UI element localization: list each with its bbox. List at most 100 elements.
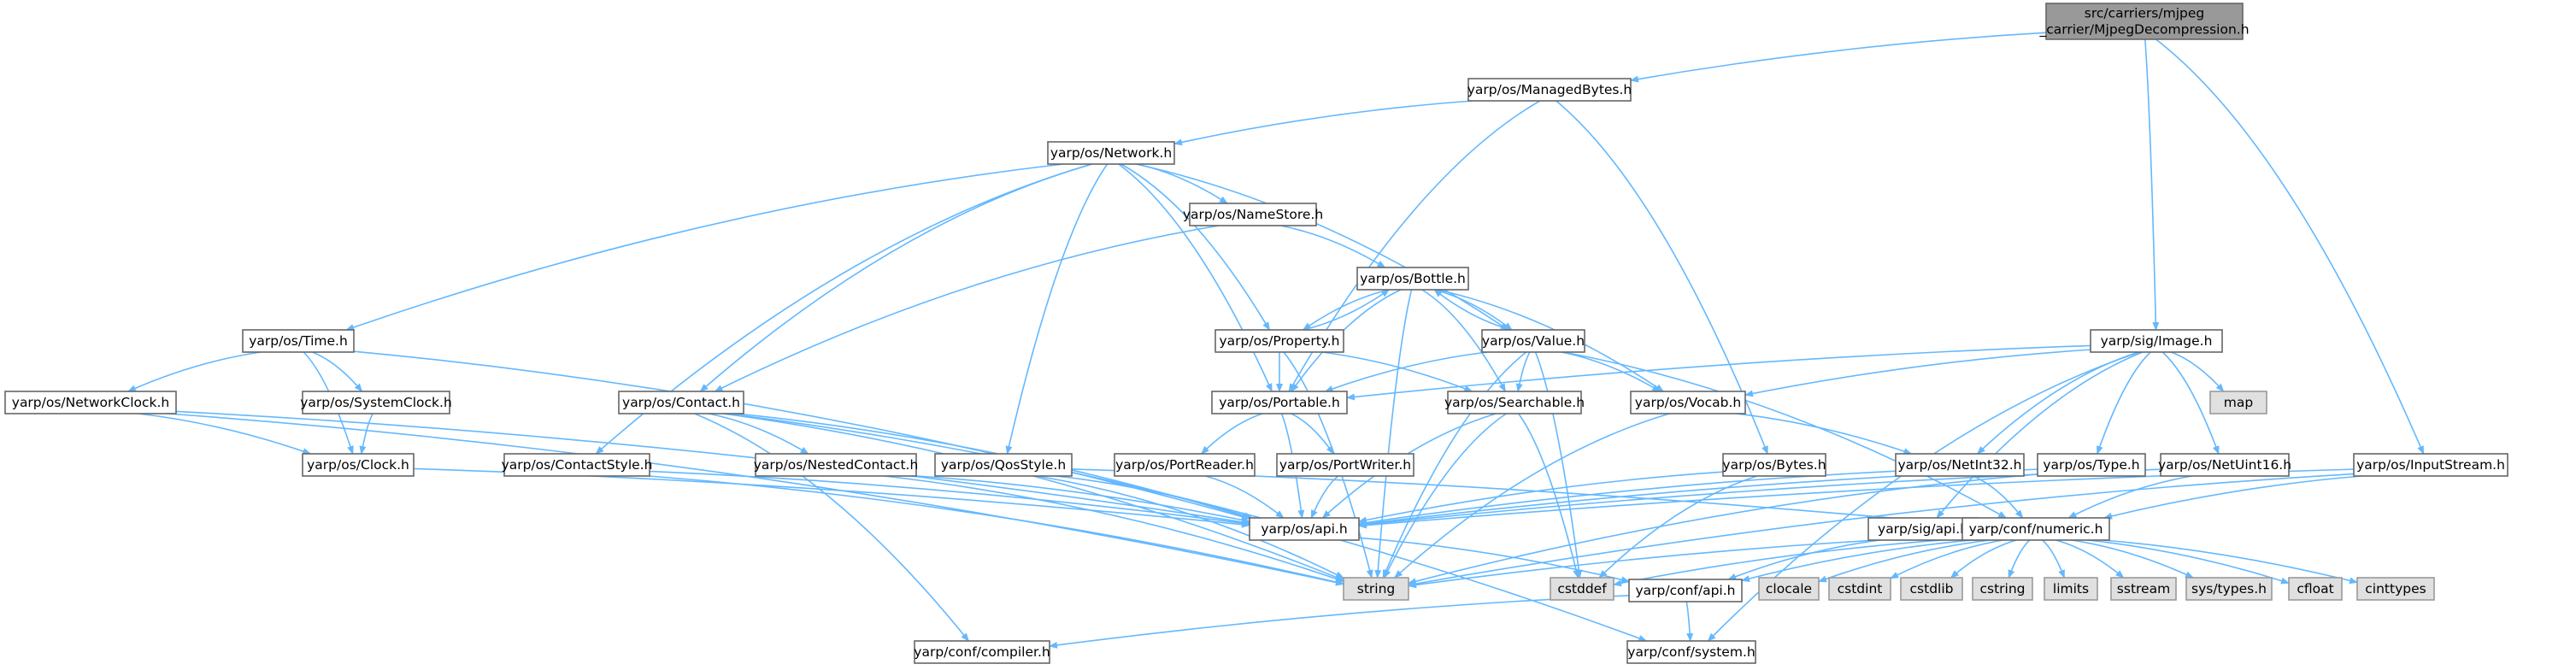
node-compiler[interactable]: yarp/conf/compiler.h <box>914 640 1050 664</box>
node-sysclock[interactable]: yarp/os/SystemClock.h <box>300 391 452 414</box>
node-label: yarp/os/Time.h <box>249 333 348 349</box>
node-map[interactable]: map <box>2209 391 2267 414</box>
edge-netuint16-to-osapi <box>1358 468 2161 528</box>
edge-network-to-value <box>1136 163 1509 331</box>
edge-numeric-to-cinttypes <box>2103 539 2358 585</box>
node-inputstream[interactable]: yarp/os/InputStream.h <box>2353 453 2508 477</box>
node-netuint16[interactable]: yarp/os/NetUint16.h <box>2158 453 2291 477</box>
node-label: yarp/os/ManagedBytes.h <box>1467 82 1632 97</box>
node-label: yarp/os/Vocab.h <box>1635 395 1741 410</box>
node-label: yarp/os/Bytes.h <box>1722 457 1826 473</box>
edge-property-to-string <box>1283 351 1373 579</box>
edge-image-to-vocab <box>1744 349 2091 397</box>
node-box <box>1895 453 2025 477</box>
edge-numeric-to-cstdlib <box>1950 539 2017 579</box>
node-label: yarp/os/Searchable.h <box>1444 395 1585 410</box>
node-network[interactable]: yarp/os/Network.h <box>1047 141 1175 165</box>
node-label: yarp/os/PortReader.h <box>1115 457 1254 473</box>
node-box <box>755 453 917 477</box>
node-box <box>2353 453 2508 477</box>
edge-managed-to-bytes <box>1556 100 1768 455</box>
edge-value-to-vocab <box>1561 351 1661 392</box>
node-contact[interactable]: yarp/os/Contact.h <box>618 391 744 414</box>
node-box <box>618 391 744 414</box>
edge-netclock-to-string <box>167 413 1344 586</box>
edge-osapi-to-confapi <box>1358 537 1630 584</box>
node-label: yarp/os/Network.h <box>1050 145 1172 161</box>
node-box <box>1447 391 1582 414</box>
edge-searchable-to-osapi <box>1321 413 1497 519</box>
node-label: yarp/os/InputStream.h <box>2356 457 2505 473</box>
edge-clock-to-osapi <box>413 467 1250 528</box>
node-box <box>2356 577 2435 601</box>
node-portreader[interactable]: yarp/os/PortReader.h <box>1114 453 1256 477</box>
node-searchable[interactable]: yarp/os/Searchable.h <box>1444 391 1585 414</box>
node-cstring[interactable]: cstring <box>1972 577 2033 601</box>
node-label: src/carriers/mjpeg <box>2085 6 2204 21</box>
node-box <box>1467 78 1632 102</box>
node-clock[interactable]: yarp/os/Clock.h <box>302 453 415 477</box>
node-label: yarp/conf/compiler.h <box>914 644 1050 660</box>
edge-value-to-cstddef <box>1534 351 1583 579</box>
node-label: yarp/os/PortWriter.h <box>1279 457 1411 473</box>
node-label: yarp/os/NameStore.h <box>1183 207 1323 222</box>
node-managed[interactable]: yarp/os/ManagedBytes.h <box>1467 78 1632 102</box>
node-label: cstdint <box>1838 581 1883 597</box>
edge-numeric-to-cstddef <box>1613 538 1963 587</box>
edge-numeric-to-confapi <box>1741 539 1973 582</box>
node-box <box>1722 453 1826 477</box>
node-contactstyle[interactable]: yarp/os/ContactStyle.h <box>502 453 653 477</box>
node-sigapi[interactable]: yarp/sig/api.h <box>1867 517 1979 541</box>
edge-confapi-to-system <box>1685 601 1694 642</box>
node-box <box>302 453 415 477</box>
node-namestore[interactable]: yarp/os/NameStore.h <box>1183 203 1323 226</box>
edge-image-to-map <box>2171 351 2225 392</box>
node-portwriter[interactable]: yarp/os/PortWriter.h <box>1276 453 1414 477</box>
edge-value-to-string <box>1382 351 1527 579</box>
node-confapi[interactable]: yarp/conf/api.h <box>1628 579 1743 602</box>
node-cstdint[interactable]: cstdint <box>1828 577 1891 601</box>
edge-netint32-to-numeric <box>1973 475 2024 519</box>
node-image[interactable]: yarp/sig/Image.h <box>2090 329 2223 353</box>
node-cstdlib[interactable]: cstdlib <box>1900 577 1963 601</box>
node-system[interactable]: yarp/conf/system.h <box>1626 640 1756 664</box>
node-bottle[interactable]: yarp/os/Bottle.h <box>1356 267 1469 291</box>
edge-time-to-osapi <box>353 350 1250 520</box>
node-bytes[interactable]: yarp/os/Bytes.h <box>1722 453 1826 477</box>
node-box <box>1972 577 2033 601</box>
node-box <box>1047 141 1175 165</box>
node-cfloat[interactable]: cfloat <box>2288 577 2343 601</box>
node-label: yarp/os/Bottle.h <box>1360 271 1466 286</box>
edge-inputstream-to-osapi <box>1358 468 2355 529</box>
node-cstddef[interactable]: cstddef <box>1550 577 1614 601</box>
node-netint32[interactable]: yarp/os/NetInt32.h <box>1895 453 2025 477</box>
node-numeric[interactable]: yarp/conf/numeric.h <box>1961 517 2110 541</box>
node-label: yarp/os/Contact.h <box>622 395 740 410</box>
node-nestedcontact[interactable]: yarp/os/NestedContact.h <box>754 453 919 477</box>
node-box <box>4 391 177 414</box>
node-box <box>302 391 450 414</box>
node-vocab[interactable]: yarp/os/Vocab.h <box>1630 391 1746 414</box>
node-box <box>1214 329 1344 353</box>
node-systypes[interactable]: sys/types.h <box>2185 577 2273 601</box>
node-limits[interactable]: limits <box>2044 577 2098 601</box>
node-type[interactable]: yarp/os/Type.h <box>2037 453 2146 477</box>
node-qosstyle[interactable]: yarp/os/QosStyle.h <box>934 453 1073 477</box>
node-clocale[interactable]: clocale <box>1758 577 1820 601</box>
edge-searchable-to-cstddef <box>1518 413 1580 579</box>
node-time[interactable]: yarp/os/Time.h <box>242 329 355 353</box>
node-portable[interactable]: yarp/os/Portable.h <box>1211 391 1348 414</box>
node-sstream[interactable]: sstream <box>2110 577 2177 601</box>
node-osapi[interactable]: yarp/os/api.h <box>1249 517 1360 541</box>
node-label: yarp/os/NetInt32.h <box>1897 457 2021 473</box>
node-netclock[interactable]: yarp/os/NetworkClock.h <box>4 391 177 414</box>
node-value[interactable]: yarp/os/Value.h <box>1481 329 1585 353</box>
edge-contact-to-string <box>722 413 1344 581</box>
edge-netuint16-to-numeric <box>2067 475 2192 519</box>
node-string[interactable]: string <box>1343 577 1409 601</box>
node-property[interactable]: yarp/os/Property.h <box>1214 329 1344 353</box>
node-label: yarp/os/Value.h <box>1482 333 1585 349</box>
node-cinttypes[interactable]: cinttypes <box>2356 577 2435 601</box>
node-root[interactable]: src/carriers/mjpeg_carrier/MjpegDecompre… <box>2038 3 2250 40</box>
